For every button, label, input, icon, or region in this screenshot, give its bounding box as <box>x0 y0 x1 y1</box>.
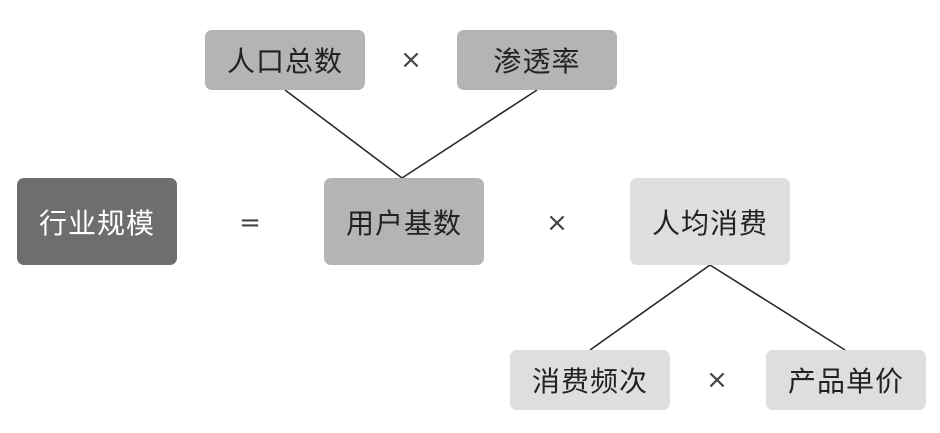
node-industry-scale: 行业规模 <box>17 178 177 265</box>
node-unit-price: 产品单价 <box>766 350 926 410</box>
connector-population-to-user-base <box>284 89 403 179</box>
times-operator-top: × <box>391 40 431 80</box>
equals-operator: = <box>230 203 270 243</box>
node-penetration-rate: 渗透率 <box>457 30 617 90</box>
node-user-base: 用户基数 <box>324 178 484 265</box>
node-unit-price-label: 产品单价 <box>787 365 904 398</box>
connector-per-capita-to-frequency <box>589 264 711 351</box>
times-operator-bottom: × <box>697 360 737 400</box>
node-penetration-rate-label: 渗透率 <box>493 45 581 78</box>
connector-per-capita-to-unit-price <box>709 264 846 351</box>
node-per-capita-spend-label: 人均消费 <box>651 206 768 240</box>
connector-penetration-to-user-base <box>401 89 538 179</box>
node-consumption-frequency-label: 消费频次 <box>531 365 648 398</box>
times-operator-middle: × <box>537 203 577 243</box>
times-operator-middle-label: × <box>546 208 568 238</box>
node-industry-scale-label: 行业规模 <box>38 206 155 240</box>
node-total-population-label: 人口总数 <box>226 45 343 78</box>
times-operator-top-label: × <box>400 45 422 75</box>
times-operator-bottom-label: × <box>706 365 728 395</box>
equals-operator-label: = <box>239 208 261 238</box>
node-user-base-label: 用户基数 <box>345 206 462 240</box>
node-consumption-frequency: 消费频次 <box>510 350 670 410</box>
node-per-capita-spend: 人均消费 <box>630 178 790 265</box>
node-total-population: 人口总数 <box>205 30 365 90</box>
